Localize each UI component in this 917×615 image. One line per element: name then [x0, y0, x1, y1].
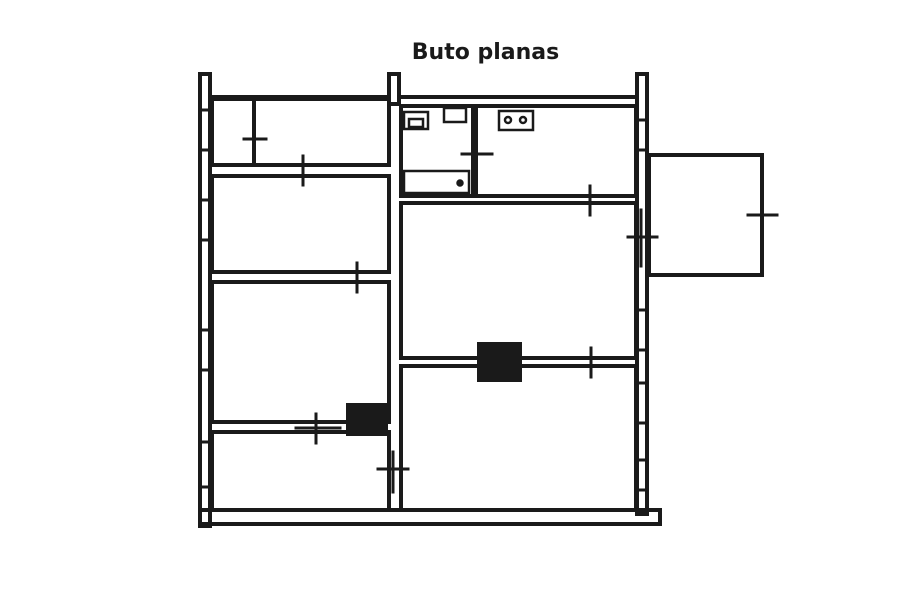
room-left-2	[210, 174, 391, 274]
window-markers	[198, 108, 649, 492]
toilet-fixture	[442, 106, 468, 124]
center-wall-top	[387, 72, 401, 106]
room-left-3	[210, 280, 391, 424]
room-left-bottom	[210, 430, 391, 512]
door-markers	[242, 137, 779, 494]
bottom-wall	[198, 508, 662, 526]
room-right-middle	[399, 201, 638, 360]
room-right-bottom	[399, 364, 638, 512]
bathroom-fixtures	[402, 106, 471, 195]
sink-fixture	[402, 110, 430, 131]
room-left-top	[210, 97, 391, 167]
right-rooms	[399, 104, 638, 512]
balcony	[647, 153, 764, 277]
outer-walls	[198, 72, 662, 528]
sink-basin	[407, 117, 425, 129]
bathtub-fixture	[402, 169, 471, 195]
left-rooms	[210, 97, 391, 512]
plan-title: Buto planas	[411, 40, 560, 65]
chimney-block-center	[477, 342, 522, 382]
room-bathroom	[399, 104, 475, 198]
chimney-block-left	[346, 403, 388, 436]
right-wall	[635, 72, 649, 516]
bathtub-drain	[456, 179, 464, 187]
stove-fixture	[497, 109, 535, 132]
